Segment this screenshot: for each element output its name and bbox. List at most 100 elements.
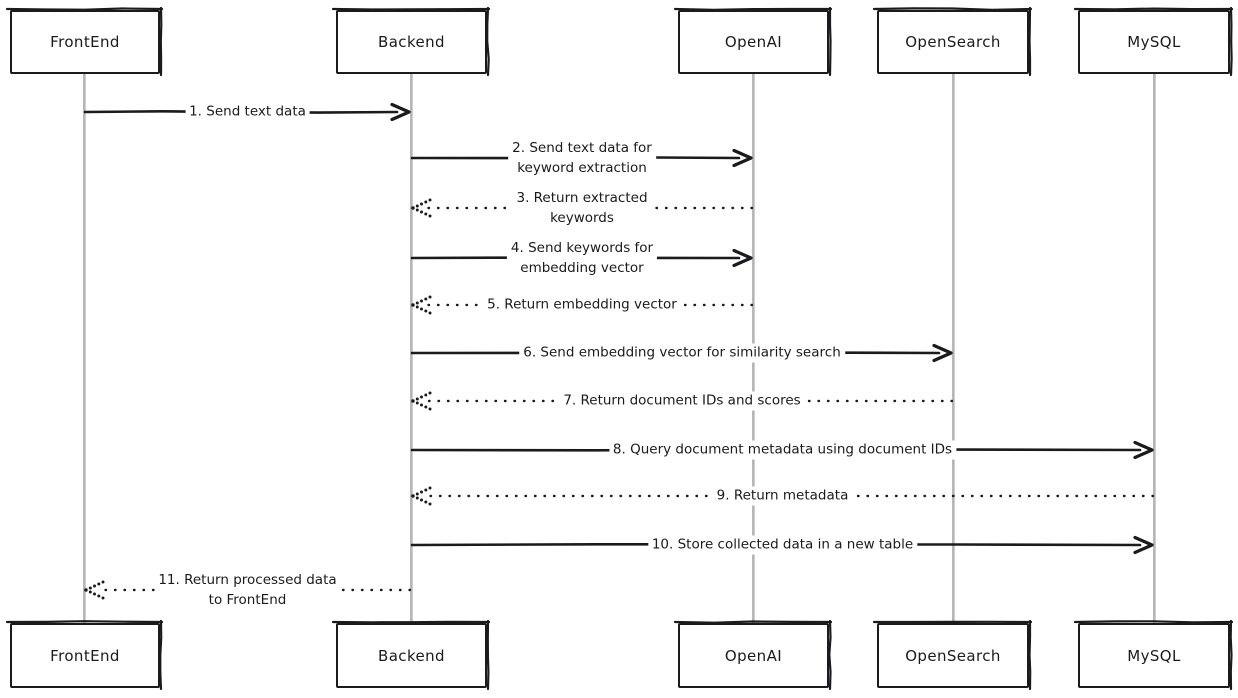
participant-box-sketch-mysql-bottom xyxy=(1073,619,1234,691)
message-arrowhead-9 xyxy=(411,486,432,506)
message-label-8: 8. Query document metadata using documen… xyxy=(608,440,957,460)
box-edge-top xyxy=(673,7,833,11)
message-7[interactable] xyxy=(411,391,954,411)
box-edge-right xyxy=(1229,6,1233,77)
box-edge-top xyxy=(1073,620,1234,624)
participant-box-sketch-frontend-top xyxy=(5,6,164,77)
arrowhead-dot xyxy=(428,198,432,202)
arrowhead-dot xyxy=(101,580,105,584)
participant-box-openai-bottom[interactable]: OpenAI xyxy=(678,623,829,688)
participant-label-backend-bottom: Backend xyxy=(378,646,445,665)
participant-box-sketch-mysql-top xyxy=(1073,6,1234,77)
arrowhead-dot xyxy=(97,582,101,586)
arrowhead-dot xyxy=(97,594,101,598)
message-arrowhead-3 xyxy=(411,198,432,218)
participant-box-sketch-opensearch-top xyxy=(872,6,1033,77)
arrowhead-dot xyxy=(93,592,96,596)
message-arrowhead-10 xyxy=(1133,535,1154,555)
participant-box-frontend-top[interactable]: FrontEnd xyxy=(10,10,160,74)
participant-box-sketch-frontend-bottom xyxy=(5,619,164,691)
arrowhead-dot xyxy=(424,488,428,492)
arrowhead-dot xyxy=(428,311,432,315)
arrowhead-dot xyxy=(93,584,96,588)
arrowhead-dot xyxy=(415,204,419,208)
arrowhead-dot xyxy=(101,596,105,600)
arrowhead-dot xyxy=(420,299,423,303)
participant-box-opensearch-bottom[interactable]: OpenSearch xyxy=(877,623,1029,688)
box-edge-top xyxy=(5,7,164,11)
participant-box-openai-top[interactable]: OpenAI xyxy=(678,10,829,74)
arrowhead-dot xyxy=(428,214,432,218)
arrowhead-dot xyxy=(411,399,415,403)
arrowhead-dot xyxy=(88,586,92,590)
arrowhead-dot xyxy=(424,500,428,504)
box-edge-top xyxy=(673,620,833,624)
participant-box-sketch-opensearch-bottom xyxy=(872,619,1033,691)
participant-label-opensearch-top: OpenSearch xyxy=(905,33,1001,51)
participant-box-sketch-openai-top xyxy=(673,6,833,77)
arrowhead-dot xyxy=(420,403,423,407)
box-edge-right xyxy=(828,6,832,77)
participant-label-mysql-top: MySQL xyxy=(1127,33,1181,51)
arrowhead-dot xyxy=(424,200,428,204)
box-edge-top xyxy=(331,7,491,11)
participant-label-mysql-bottom: MySQL xyxy=(1127,646,1181,665)
arrowhead-dot xyxy=(428,295,432,299)
arrowhead-dot xyxy=(415,492,419,496)
message-label-1: 1. Send text data xyxy=(185,102,310,122)
box-edge-top xyxy=(872,7,1033,11)
message-label-5: 5. Return embedding vector xyxy=(483,295,681,315)
participant-box-sketch-openai-bottom xyxy=(673,619,833,691)
lifeline-frontend xyxy=(83,74,86,623)
message-5[interactable] xyxy=(411,295,754,315)
participant-box-mysql-bottom[interactable]: MySQL xyxy=(1078,623,1230,688)
participant-box-sketch-backend-bottom xyxy=(331,619,491,691)
message-arrowhead-7 xyxy=(411,391,432,411)
arrowhead-dot xyxy=(88,590,92,594)
arrowhead-dot xyxy=(415,397,419,401)
box-edge-right xyxy=(828,619,832,691)
message-9[interactable] xyxy=(411,486,1155,506)
box-edge-right xyxy=(159,6,163,77)
arrowhead-dot xyxy=(424,212,428,216)
arrowhead-dot xyxy=(420,498,423,502)
participant-box-frontend-bottom[interactable]: FrontEnd xyxy=(10,623,160,688)
participant-box-opensearch-top[interactable]: OpenSearch xyxy=(877,10,1029,74)
participant-box-mysql-top[interactable]: MySQL xyxy=(1078,10,1230,74)
arrowhead-dot xyxy=(420,490,423,494)
arrowhead-dot xyxy=(84,588,88,592)
arrowhead-dot xyxy=(420,395,423,399)
arrowhead-dot xyxy=(415,305,419,309)
message-label-10: 10. Store collected data in a new table xyxy=(647,535,918,555)
box-edge-top xyxy=(5,620,164,624)
box-edge-top xyxy=(1073,7,1234,11)
lifeline-mysql xyxy=(1153,74,1156,623)
box-edge-right xyxy=(159,619,163,691)
message-11[interactable] xyxy=(84,580,412,600)
participant-box-backend-bottom[interactable]: Backend xyxy=(336,623,487,688)
participant-box-backend-top[interactable]: Backend xyxy=(336,10,487,74)
box-edge-right xyxy=(1028,6,1032,77)
box-edge-right xyxy=(486,619,490,691)
message-arrowhead-6 xyxy=(932,343,953,363)
arrowhead-dot xyxy=(420,202,423,206)
box-edge-right xyxy=(1229,619,1233,691)
arrowhead-dot xyxy=(424,405,428,409)
participant-label-openai-top: OpenAI xyxy=(724,33,783,51)
participant-label-opensearch-bottom: OpenSearch xyxy=(905,646,1001,665)
arrowhead-dot xyxy=(428,502,432,506)
message-arrowhead-1 xyxy=(390,102,411,122)
message-arrowhead-8 xyxy=(1133,440,1154,460)
participant-box-sketch-backend-top xyxy=(331,6,491,77)
message-label-9: 9. Return metadata xyxy=(712,486,853,506)
arrowhead-dot xyxy=(424,297,428,301)
arrowhead-dot xyxy=(420,210,423,214)
arrowhead-dot xyxy=(428,486,432,490)
message-arrowhead-11 xyxy=(84,580,105,600)
arrowhead-dot xyxy=(428,407,432,411)
message-label-7: 7. Return document IDs and scores xyxy=(559,391,805,411)
message-3[interactable] xyxy=(411,198,754,218)
participant-label-backend-top: Backend xyxy=(378,33,445,51)
message-label-2: 2. Send text data for keyword extraction xyxy=(508,138,656,178)
